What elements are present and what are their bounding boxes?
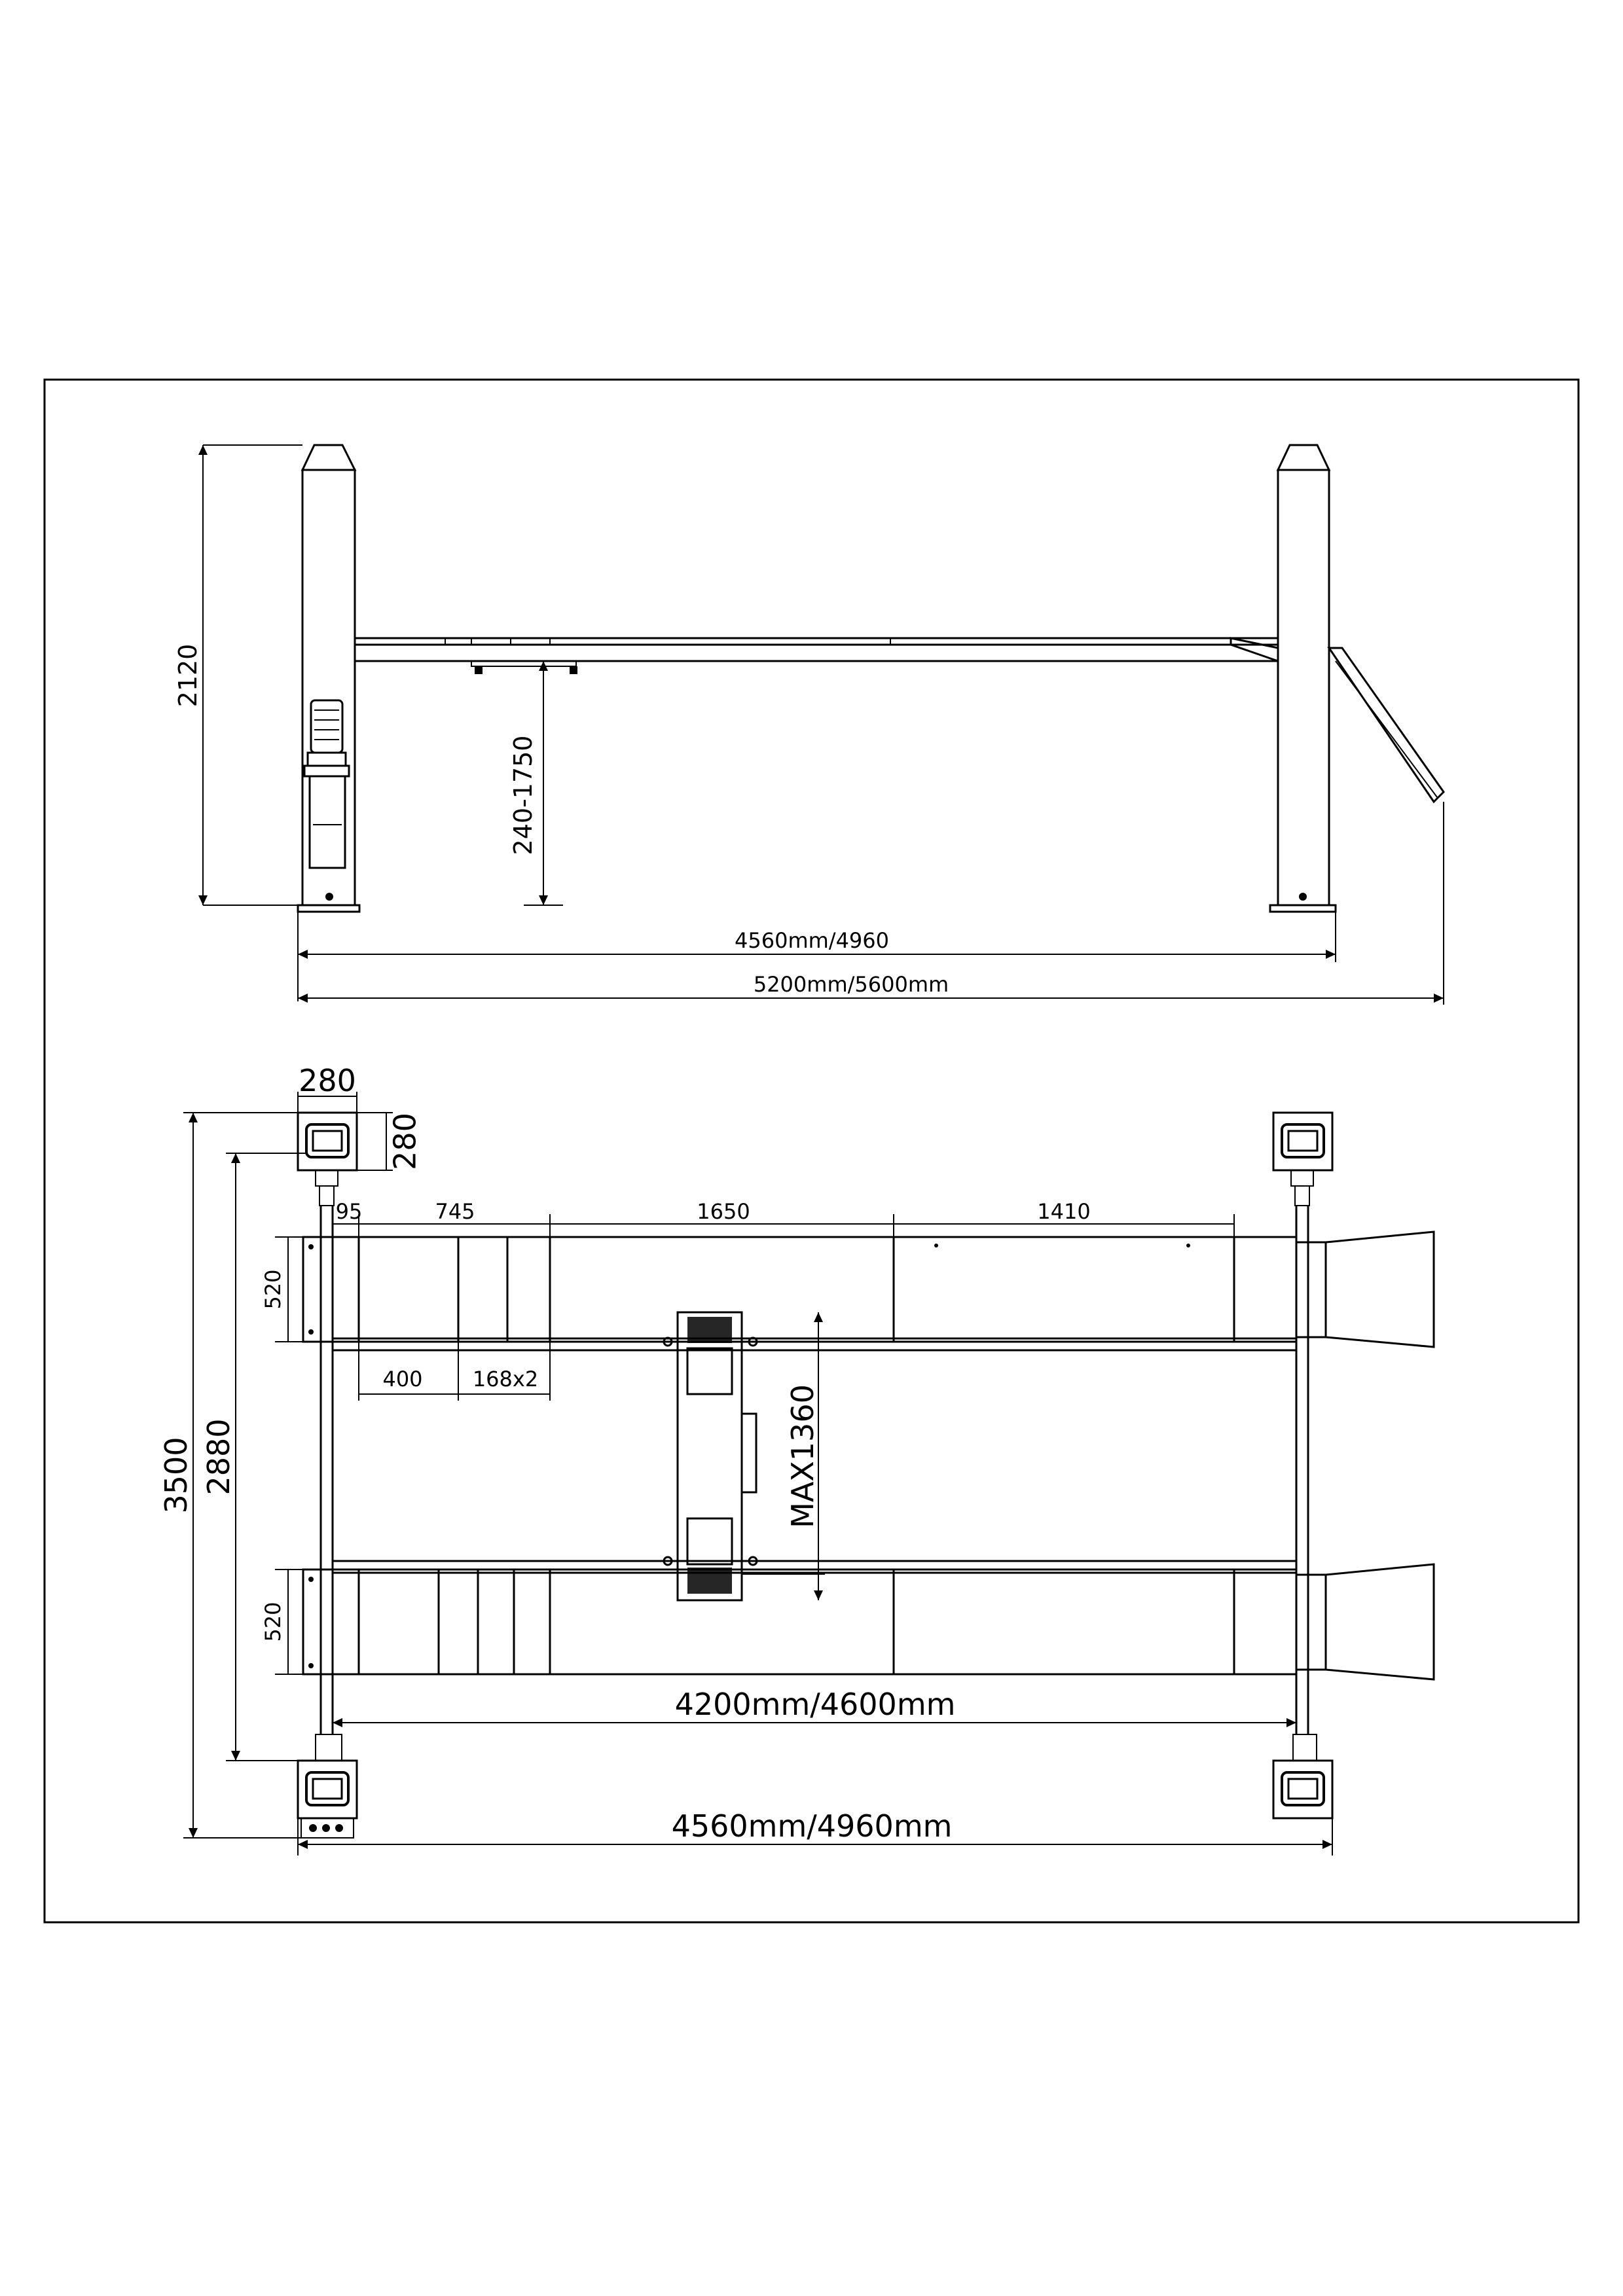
dim-overall-depth: 3500 [158, 1112, 301, 1839]
center-jack [663, 1311, 825, 1602]
dim-overall-width-label: 4560mm/4960mm [672, 1808, 953, 1844]
runway-bottom [302, 1563, 1435, 1681]
dim-overall-length: 5200mm/5600mm [298, 802, 1444, 1005]
dim-post-depth: 280 [357, 1112, 422, 1171]
right-column [1269, 444, 1337, 913]
top-view: 280 280 95 745 1650 1410 520 [158, 1063, 1435, 1856]
dim-400-label: 400 [382, 1367, 422, 1391]
dim-inner-depth-label: 2880 [201, 1418, 236, 1495]
dim-1410-label: 1410 [1037, 1199, 1090, 1224]
dim-post-width-label: 280 [299, 1063, 356, 1098]
dim-slider-positions: 400 168x2 [358, 1342, 551, 1401]
side-runway [354, 637, 1445, 804]
motor-unit [303, 699, 350, 869]
side-view: 2120 240-1750 4560mm/4960 5200mm/5600mm [173, 444, 1445, 1005]
dim-lift-range-label: 240-1750 [509, 736, 538, 855]
post-bottom-right [1272, 1734, 1334, 1820]
dim-2120: 2120 [173, 444, 302, 906]
dim-max-jack: MAX1360 [785, 1312, 823, 1600]
left-column [297, 444, 361, 913]
dim-runway-length-label: 4200mm/4600mm [675, 1687, 956, 1722]
dim-max-jack-label: MAX1360 [785, 1384, 820, 1528]
dim-column-distance: 4560mm/4960 [297, 912, 1336, 1001]
dim-745-label: 745 [435, 1199, 475, 1224]
post-top-left [297, 1111, 358, 1206]
dim-post-depth-label: 280 [387, 1113, 422, 1170]
drawing-frame [43, 378, 1580, 1924]
dim-overall-length-label: 5200mm/5600mm [754, 972, 949, 997]
dim-1650-label: 1650 [697, 1199, 750, 1224]
dim-inner-depth: 2880 [201, 1153, 306, 1761]
dim-runway-width-top-label: 520 [261, 1269, 285, 1309]
dim-runway-segments: 95 745 1650 1410 [332, 1199, 1235, 1237]
dim-runway-width-top: 520 [261, 1236, 303, 1342]
dim-runway-width-bottom-label: 520 [261, 1602, 285, 1641]
dim-overall-width: 4560mm/4960mm [297, 1808, 1333, 1856]
dim-runway-length: 4200mm/4600mm [333, 1687, 1296, 1727]
dim-95-label: 95 [336, 1199, 363, 1224]
dim-post-width: 280 [297, 1063, 357, 1113]
dim-column-distance-label: 4560mm/4960 [735, 928, 889, 953]
post-top-right [1272, 1111, 1334, 1206]
dim-runway-width-bottom: 520 [261, 1569, 303, 1675]
dim-168x2-label: 168x2 [473, 1367, 538, 1391]
runway-top [302, 1230, 1435, 1348]
dim-overall-depth-label: 3500 [158, 1437, 194, 1513]
dim-2120-label: 2120 [173, 644, 202, 708]
post-bottom-left [297, 1734, 358, 1839]
dim-lift-range: 240-1750 [509, 661, 563, 906]
